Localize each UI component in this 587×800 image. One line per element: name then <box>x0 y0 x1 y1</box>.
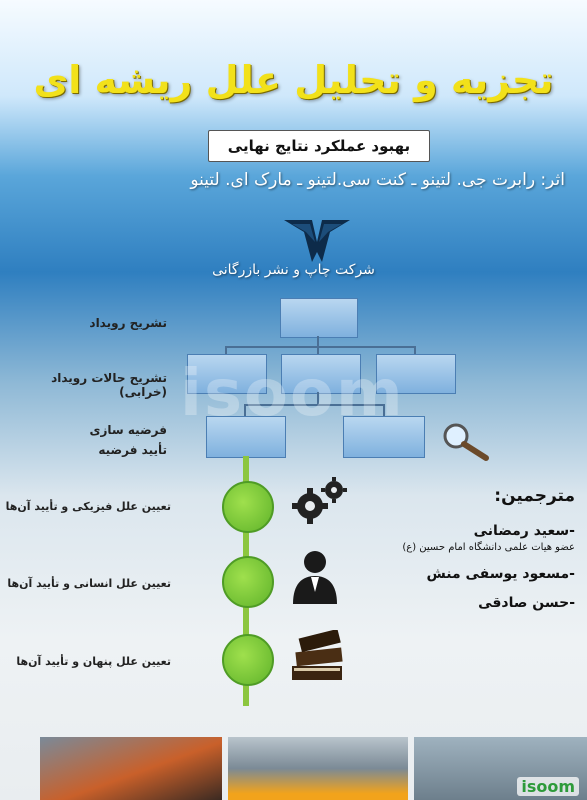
process-node-2 <box>222 556 274 608</box>
translator-1: -سعید رمضانی <box>473 523 575 539</box>
step-label-6: تعیین علل انسانی و تأیید آن‌ها <box>7 577 171 590</box>
chart-box-mid-3 <box>376 354 456 394</box>
chart-connector <box>244 404 246 416</box>
watermark-text: isoom <box>180 357 405 431</box>
person-icon <box>293 551 337 604</box>
chart-connector <box>225 346 227 354</box>
translator-2: -مسعود یوسفی منش <box>426 566 575 582</box>
step-label-1: تشریح رویداد <box>89 316 167 330</box>
step-label-2: تشریح حالات رویداد (خرابی) <box>51 371 167 399</box>
gears-icon <box>292 477 347 524</box>
process-node-1 <box>222 481 274 533</box>
translators-heading: مترجمین: <box>494 486 575 506</box>
chart-connector <box>244 404 384 406</box>
chart-box-top <box>280 298 358 338</box>
step-label-4: تأیید فرضیه <box>98 443 167 457</box>
book-title: تجزیه و تحلیل علل ریشه ای <box>33 58 554 102</box>
authors-line: اثر: رابرت جی. لتینو ـ کنت سی.لتینو ـ ما… <box>190 170 565 190</box>
chart-connector <box>414 346 416 354</box>
step-label-5: تعیین علل فیزیکی و تأیید آن‌ها <box>5 500 171 513</box>
step-label-7: تعیین علل پنهان و تأیید آن‌ها <box>16 655 171 668</box>
publisher-logo-icon <box>284 220 350 262</box>
chart-connector <box>225 346 415 348</box>
chart-box-mid-2 <box>281 354 361 394</box>
chart-connector <box>317 392 319 404</box>
photo-industrial-worker <box>228 737 408 800</box>
chart-connector <box>317 346 319 354</box>
step-label-3: فرضیه سازی <box>89 423 167 437</box>
books-icon <box>292 630 343 680</box>
chart-connector <box>383 404 385 416</box>
book-subtitle: بهبود عملکرد نتایج نهایی <box>208 130 430 162</box>
chart-box-mid-1 <box>187 354 267 394</box>
process-node-3 <box>222 634 274 686</box>
chart-connector <box>317 336 319 346</box>
watermark-badge: isoom <box>517 777 579 796</box>
chart-box-low-2 <box>343 416 425 458</box>
translator-3: -حسن صادقی <box>478 595 575 611</box>
translator-affiliation: عضو هیات علمی دانشگاه امام حسین (ع) <box>402 542 575 553</box>
publisher-name: شرکت چاپ و نشر بازرگانی <box>212 262 375 278</box>
magnifier-icon <box>443 423 489 461</box>
photo-aircraft-fire <box>40 737 222 800</box>
